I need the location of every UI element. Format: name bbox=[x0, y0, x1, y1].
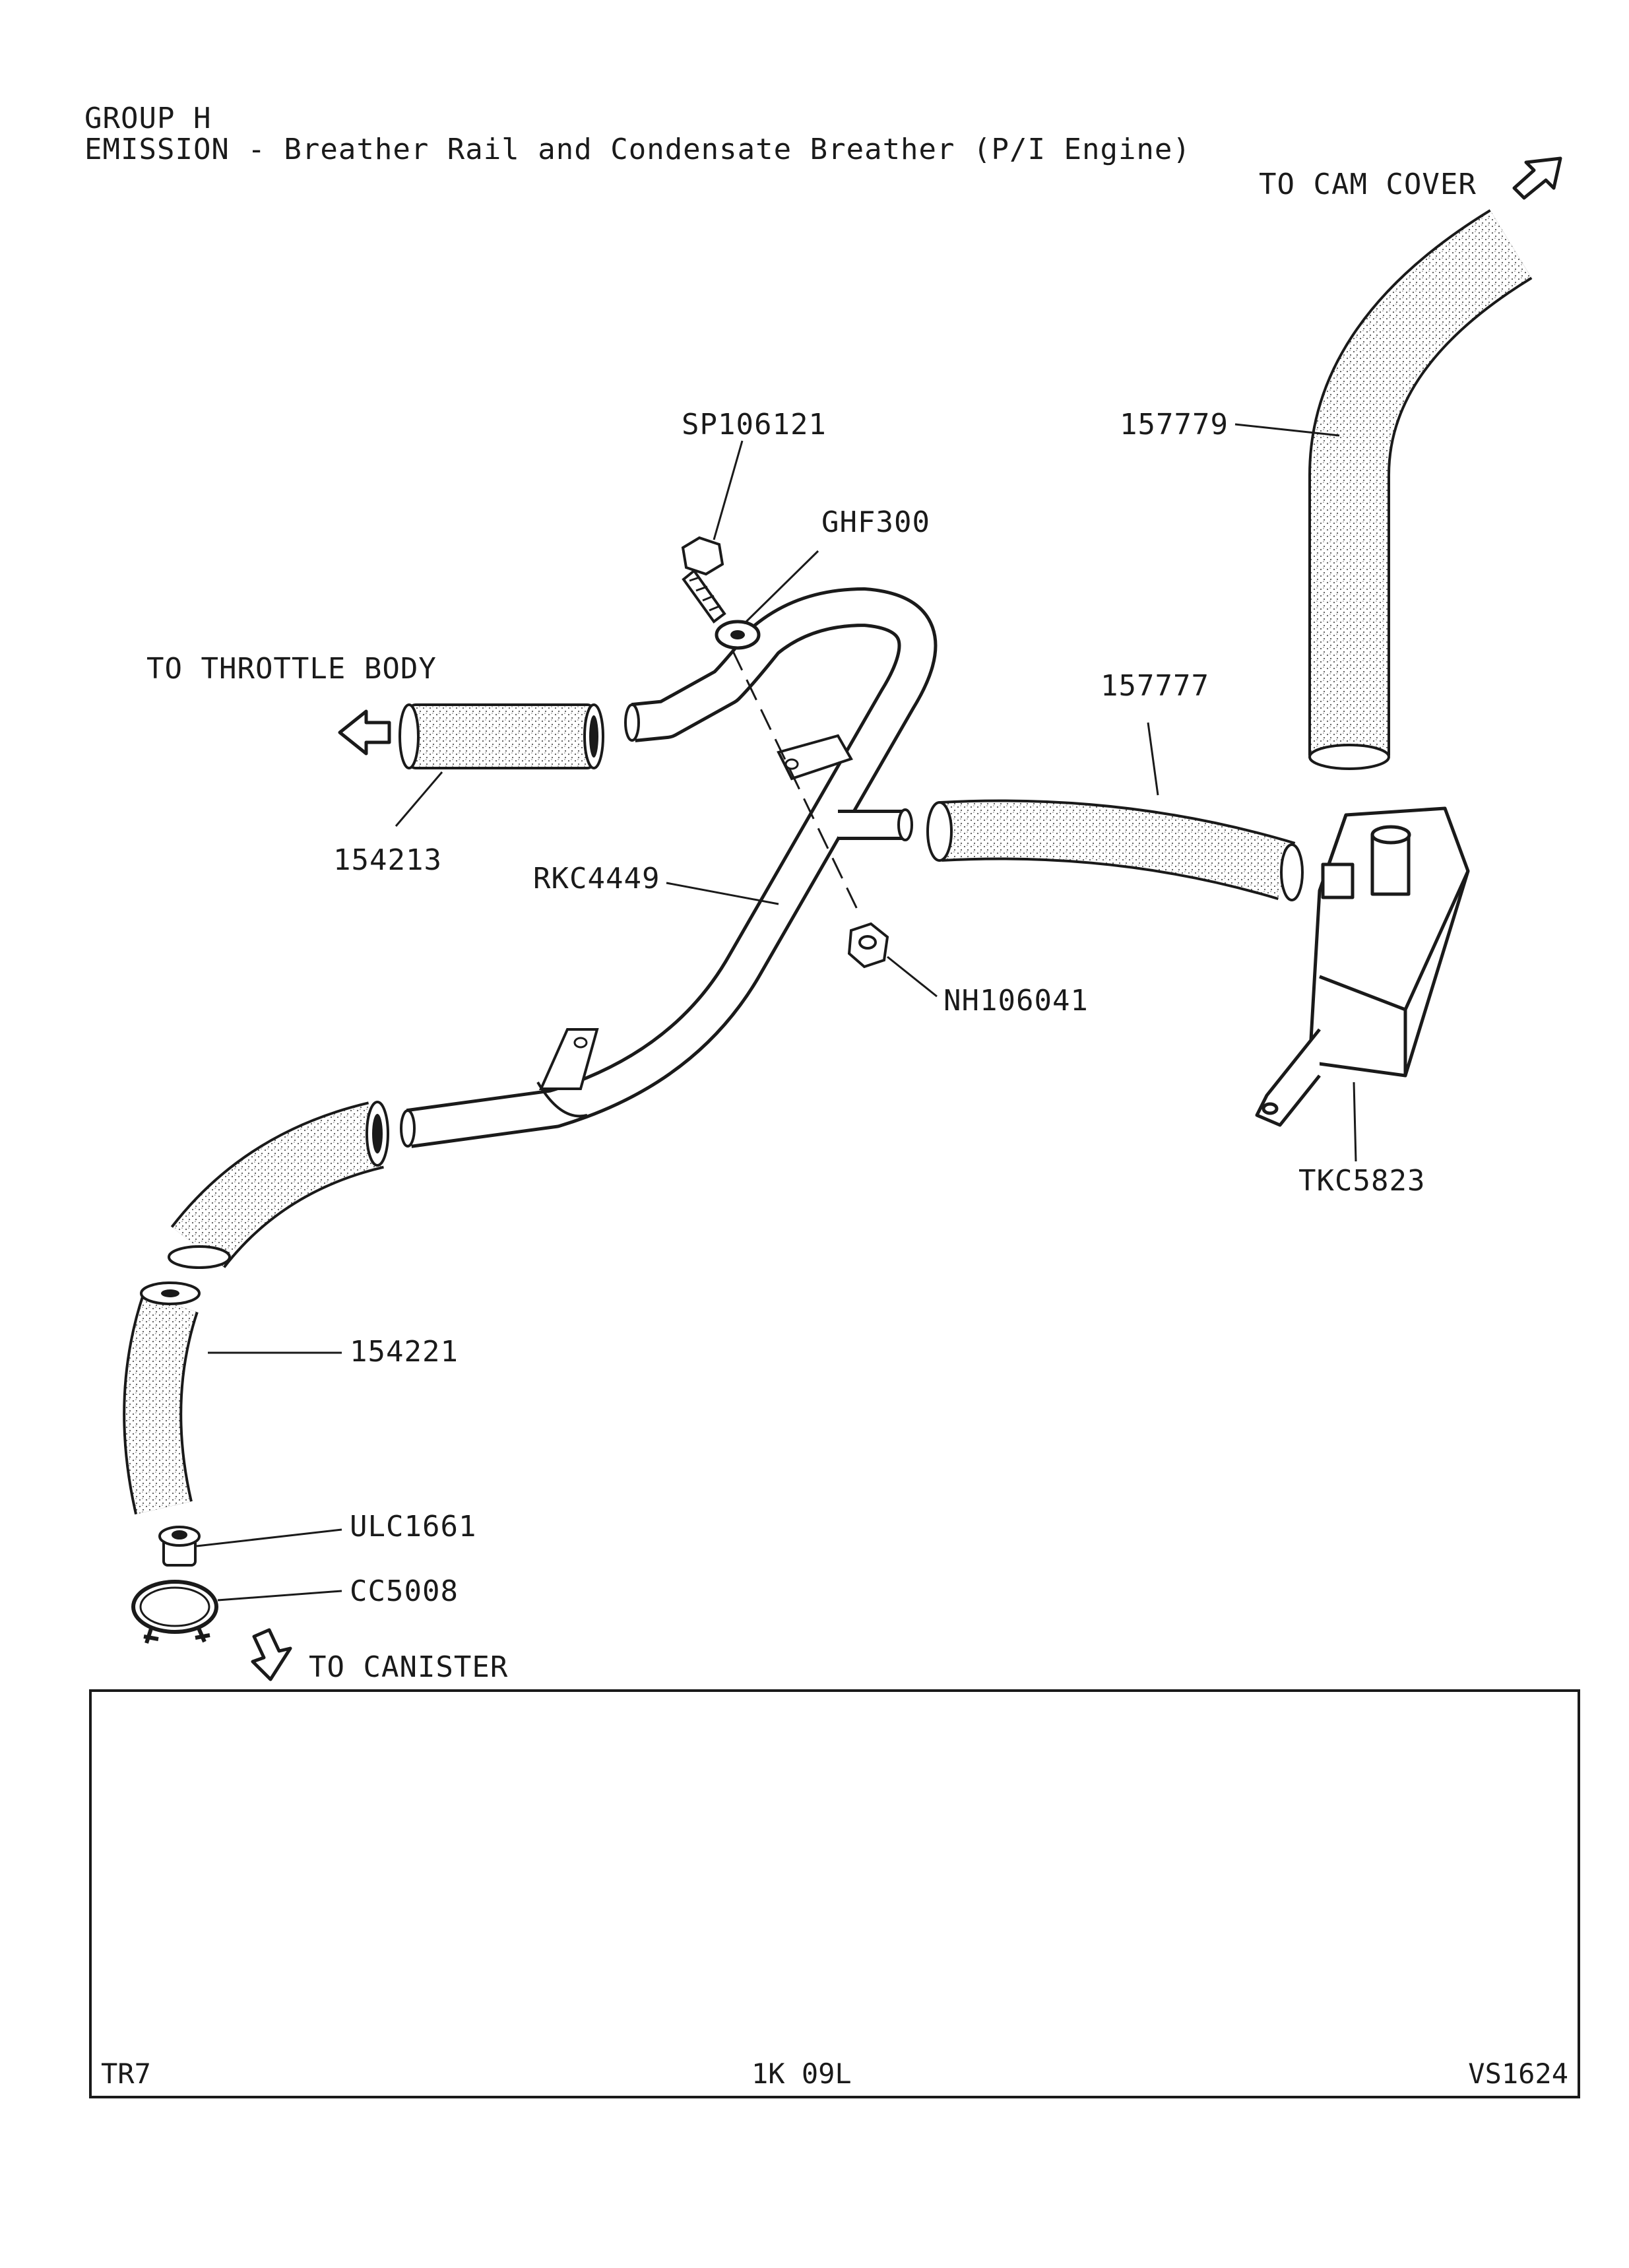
condensate-breather-tkc5823 bbox=[1255, 806, 1470, 1127]
label-to-cam-cover: TO CAM COVER bbox=[1259, 168, 1477, 201]
hose-154221 bbox=[123, 1281, 201, 1515]
hose-154213 bbox=[399, 703, 604, 769]
bolt-sp106121 bbox=[681, 536, 726, 624]
footer-ref: 1K 09L bbox=[751, 2057, 852, 2090]
callout-tkc5823: TKC5823 bbox=[1298, 1164, 1426, 1198]
parts-list-box: TR7 1K 09L VS1624 bbox=[89, 1689, 1580, 2098]
nut-nh106041 bbox=[847, 922, 889, 969]
clip-cc5008 bbox=[131, 1580, 218, 1644]
hose-157779 bbox=[1308, 209, 1533, 770]
arrow-to-cam-cover-icon bbox=[1512, 156, 1562, 200]
callout-rkc4449: RKC4449 bbox=[533, 862, 660, 895]
group-label: GROUP H bbox=[84, 102, 212, 135]
callout-157777: 157777 bbox=[1101, 669, 1209, 703]
callout-154213: 154213 bbox=[333, 843, 442, 877]
callout-sp106121: SP106121 bbox=[682, 408, 827, 441]
callout-157779: 157779 bbox=[1120, 408, 1229, 441]
callout-ghf300: GHF300 bbox=[821, 505, 930, 539]
callout-154221: 154221 bbox=[350, 1335, 459, 1369]
washer-ghf300 bbox=[715, 620, 761, 650]
restrictor-ulc1661 bbox=[158, 1526, 201, 1567]
callout-ulc1661: ULC1661 bbox=[350, 1510, 477, 1543]
label-to-canister: TO CANISTER bbox=[309, 1650, 509, 1684]
hose-bend-upper bbox=[168, 1101, 389, 1269]
breather-rail-rkc4449 bbox=[400, 587, 938, 1148]
leader-lines bbox=[196, 423, 1357, 1602]
footer-model: TR7 bbox=[101, 2057, 151, 2090]
arrow-to-canister-icon bbox=[251, 1628, 292, 1681]
hose-157777 bbox=[926, 799, 1304, 901]
callout-nh106041: NH106041 bbox=[943, 984, 1089, 1018]
footer-code: VS1624 bbox=[1468, 2057, 1568, 2090]
label-to-throttle-body: TO THROTTLE BODY bbox=[146, 652, 437, 686]
page-title: EMISSION - Breather Rail and Condensate … bbox=[84, 133, 1191, 166]
callout-cc5008: CC5008 bbox=[350, 1574, 459, 1608]
arrow-to-throttle-body-icon bbox=[338, 709, 391, 756]
